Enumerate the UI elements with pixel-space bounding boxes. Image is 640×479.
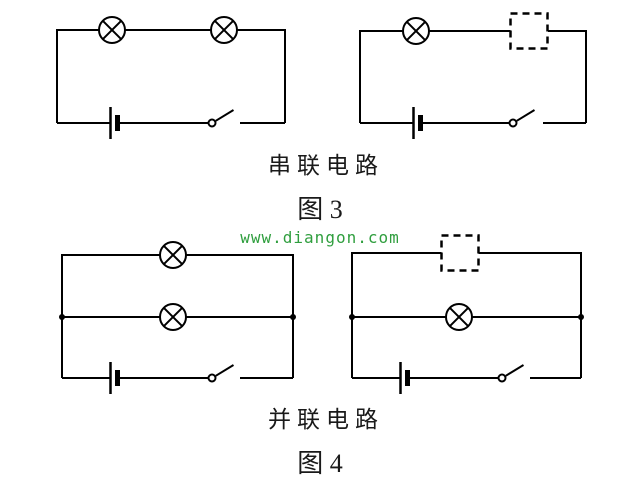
removed-lamp-box-icon	[440, 234, 480, 272]
switch-icon	[497, 364, 525, 383]
switch-icon	[207, 109, 235, 128]
battery-icon	[109, 362, 120, 394]
lamp-icon	[210, 16, 238, 44]
wire-loop	[56, 29, 286, 123]
series-circuit-lamp-removed	[359, 12, 587, 139]
lamp-icon	[159, 241, 187, 269]
figure4-label: 图 4	[297, 449, 343, 478]
parallel-circuit-caption: 并联电路	[268, 407, 384, 432]
parallel-circuit-two-lamps	[59, 241, 296, 394]
junction-dot-icon	[349, 314, 355, 320]
switch-icon	[207, 364, 235, 383]
junction-dot-icon	[59, 314, 65, 320]
figure3-label: 图 3	[297, 195, 343, 224]
junction-dot-icon	[578, 314, 584, 320]
lamp-icon	[402, 17, 430, 45]
series-circuit-caption: 串联电路	[268, 153, 384, 178]
removed-lamp-box-icon	[509, 12, 549, 50]
wire-loop	[351, 252, 582, 378]
wire-loop	[359, 30, 587, 123]
switch-icon	[508, 109, 536, 128]
parallel-circuit-lamp-removed	[349, 234, 584, 394]
lamp-icon	[445, 303, 473, 331]
battery-icon	[399, 362, 410, 394]
series-circuit-two-lamps	[56, 16, 286, 139]
site-watermark: www.diangon.com	[240, 228, 400, 247]
junction-dot-icon	[290, 314, 296, 320]
lamp-icon	[159, 303, 187, 331]
lamp-icon	[98, 16, 126, 44]
battery-icon	[109, 107, 120, 139]
battery-icon	[412, 107, 423, 139]
